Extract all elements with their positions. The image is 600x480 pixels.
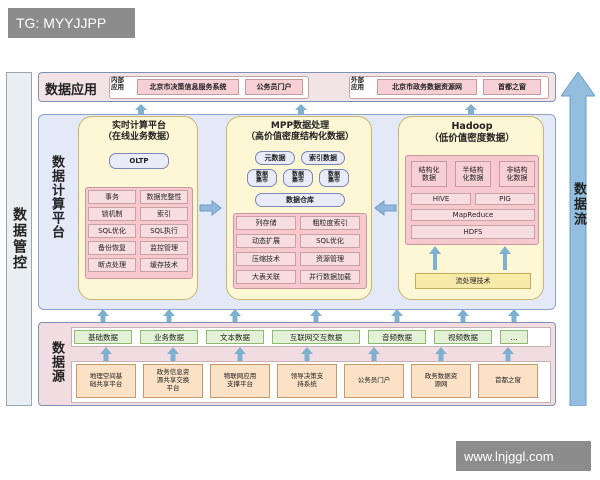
realtime-feature: 监控管理	[140, 241, 188, 255]
realtime-feature: 缓存技术	[140, 258, 188, 272]
data-type-item: 基础数据	[74, 330, 132, 344]
data-type-item: …	[500, 330, 528, 344]
external-apps-label: 外部 应用	[351, 76, 364, 92]
up-arrow-icon	[229, 309, 241, 323]
data-type-item: 互联网交互数据	[272, 330, 360, 344]
up-arrow-icon	[163, 309, 175, 323]
mapreduce-component: MapReduce	[411, 209, 535, 221]
mpp-feature: 并行数据加载	[300, 270, 360, 284]
arrows-types-to-systems	[100, 347, 514, 361]
realtime-feature: SQL优化	[88, 224, 136, 238]
metadata-store: 元数据	[255, 151, 295, 165]
hadoop-title: Hadoop （低价值密度数据）	[429, 121, 515, 144]
up-arrow-icon	[234, 347, 246, 361]
realtime-feature: 锁机制	[88, 207, 136, 221]
data-mart-2: 数据 集市	[283, 169, 313, 187]
source-system-item: 领导决策支 持系统	[277, 364, 337, 398]
hive-component: HIVE	[411, 193, 471, 205]
up-arrow-icon	[368, 347, 380, 361]
semi-structured-data: 半结构 化数据	[455, 161, 491, 187]
up-arrow-icon	[310, 309, 322, 323]
realtime-feature: 断点处理	[88, 258, 136, 272]
unstructured-data: 非结构 化数据	[499, 161, 535, 187]
structured-data: 结构化 数据	[411, 161, 447, 187]
data-type-item: 音频数据	[368, 330, 426, 344]
realtime-feature: SQL执行	[140, 224, 188, 238]
mpp-feature: 列存储	[236, 216, 296, 230]
mpp-feature: 资源管理	[300, 252, 360, 266]
arrows-to-calculation	[97, 309, 520, 323]
data-type-item: 文本数据	[206, 330, 264, 344]
internal-app-civil-portal: 公务员门户	[245, 79, 303, 95]
mpp-feature: 大表关联	[236, 270, 296, 284]
up-arrow-icon	[508, 309, 520, 323]
up-arrow-icon	[97, 309, 109, 323]
arrows-to-application	[135, 104, 477, 115]
up-arrow-icon	[167, 347, 179, 361]
hdfs-component: HDFS	[411, 225, 535, 239]
watermark-bottom: www.lnjggl.com	[456, 441, 591, 471]
up-arrow-icon	[301, 347, 313, 361]
data-flow-arrow: 数据流	[560, 71, 596, 407]
mpp-feature: 压缩技术	[236, 252, 296, 266]
mpp-feature: 粗粒度索引	[300, 216, 360, 230]
realtime-feature: 事务	[88, 190, 136, 204]
source-system-item: 物联网应用 支撑平台	[210, 364, 270, 398]
realtime-feature: 索引	[140, 207, 188, 221]
oltp-database: OLTP	[109, 153, 169, 169]
pig-component: PIG	[475, 193, 535, 205]
data-calculation-title: 数据计算平台	[49, 155, 64, 239]
watermark-top-text: TG: MYYJJPP	[16, 15, 107, 31]
realtime-feature: 备份恢复	[88, 241, 136, 255]
data-mart-3: 数据 集市	[319, 169, 349, 187]
realtime-feature: 数据完整性	[140, 190, 188, 204]
up-arrow-icon	[391, 309, 403, 323]
realtime-title: 实时计算平台 （在线业务数据）	[102, 121, 175, 143]
source-system-item: 首都之窗	[478, 364, 538, 398]
source-system-item: 地理空间基 础共享平台	[76, 364, 136, 398]
data-type-item: 视频数据	[434, 330, 492, 344]
data-flow-arrow-icon	[560, 71, 596, 407]
up-arrow-icon	[457, 309, 469, 323]
source-system-item: 政务信息资 源共享交换 平台	[143, 364, 203, 398]
arrow-right-icon	[199, 200, 222, 216]
arrow-left-icon	[374, 200, 397, 216]
data-mart-1: 数据 集市	[247, 169, 277, 187]
stream-processing: 流处理技术	[415, 273, 531, 289]
external-app-capital-window: 首都之窗	[483, 79, 541, 95]
internal-apps-label: 内部 应用	[111, 76, 124, 92]
data-warehouse: 数据仓库	[255, 193, 345, 207]
up-arrow-icon	[435, 347, 447, 361]
internal-app-decision-system: 北京市决策信息服务系统	[137, 79, 239, 95]
data-application-title: 数据应用	[45, 83, 98, 98]
mpp-panel: MPP数据处理 （高价值密度结构化数据） 元数据 索引数据 数据 集市 数据 集…	[226, 116, 372, 300]
index-data-store: 索引数据	[301, 151, 345, 165]
hadoop-panel: Hadoop （低价值密度数据） 结构化 数据 半结构 化数据 非结构 化数据 …	[398, 116, 544, 300]
source-system-item: 公务员门户	[344, 364, 404, 398]
watermark-bottom-text: www.lnjggl.com	[464, 448, 554, 464]
mpp-feature: SQL优化	[300, 234, 360, 248]
data-source-title: 数据源	[49, 341, 64, 383]
source-system-item: 政务数据资 源网	[411, 364, 471, 398]
up-arrow-icon	[502, 347, 514, 361]
data-application-section: 数据应用 内部 应用 北京市决策信息服务系统 公务员门户 外部 应用 北京市政务…	[38, 72, 556, 102]
mpp-feature: 动态扩展	[236, 234, 296, 248]
hadoop-internal-arrows	[429, 246, 511, 270]
up-arrow-icon	[100, 347, 112, 361]
watermark-top: TG: MYYJJPP	[8, 8, 135, 38]
external-app-data-resource-net: 北京市政务数据资源网	[377, 79, 477, 95]
data-governance-bar: 数据管控	[6, 72, 32, 406]
data-flow-label: 数据流	[571, 182, 586, 227]
mpp-title: MPP数据处理 （高价值密度结构化数据）	[245, 121, 354, 143]
data-type-item: 业务数据	[140, 330, 198, 344]
data-governance-label: 数据管控	[11, 207, 27, 271]
